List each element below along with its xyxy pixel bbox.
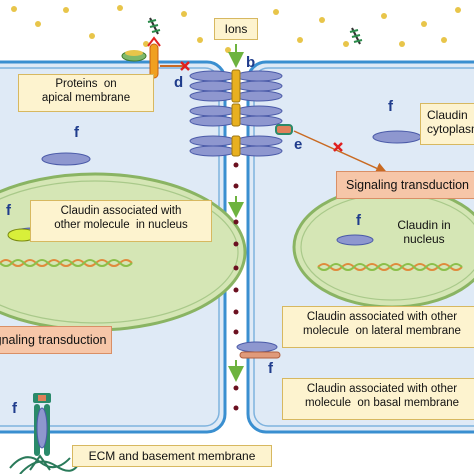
letter-f-nucleus-left: f (6, 202, 11, 219)
ecm-fibers (9, 454, 81, 474)
ecm-basement-membrane-label: ECM and basement membrane (72, 445, 272, 467)
apical-receptor-head (147, 36, 161, 47)
lateral-claudin (236, 341, 281, 359)
tight-junction (189, 69, 283, 157)
claudin-basal-label: Claudin associated with other molecule o… (282, 378, 474, 420)
paracellular-ions (233, 162, 239, 411)
dna-strand-left-2 (0, 259, 133, 267)
letter-f-nucleus-right: f (356, 212, 361, 229)
signaling-arrow-right (293, 130, 388, 174)
claudin-nucleus-right (336, 234, 374, 246)
ligand-molecule-icon (147, 17, 161, 35)
claudin-in-nucleus-label: Claudin in nucleus (397, 218, 451, 247)
cytoplasm-partner-molecule (275, 124, 293, 135)
letter-f-cytoplasm-left: f (74, 124, 79, 141)
block-cross-icon (180, 61, 190, 71)
proteins-apical-label: Proteins on apical membrane (18, 74, 154, 112)
apical-transmembrane-protein (149, 43, 159, 79)
dna-strand-right-2 (317, 263, 463, 271)
signaling-transduction-right-label: Signaling transduction (336, 171, 474, 199)
ions-label-text: Ions (224, 22, 248, 36)
ligand-molecule-icon (349, 27, 363, 45)
apical-protein-yellow (125, 50, 143, 56)
claudin-associated-nucleus-label: Claudin associated with other molecule i… (30, 200, 212, 242)
basal-claudin-complex (33, 393, 51, 456)
letter-f-basal: f (12, 400, 17, 417)
block-cross-icon (333, 142, 343, 152)
letter-d: d (174, 74, 184, 91)
right-cell-inner-membrane (253, 67, 474, 427)
letter-f-lateral: f (268, 360, 273, 377)
extracellular-ions (11, 5, 461, 53)
letter-f-cytoplasm-right: f (388, 98, 393, 115)
letter-e: e (294, 136, 303, 153)
claudin-cytoplasm-left (41, 152, 91, 166)
claudin-lateral-label: Claudin associated with other molecule o… (282, 306, 474, 348)
left-nucleus-inner (0, 180, 239, 324)
letter-b: b (246, 54, 256, 71)
signaling-transduction-left-label: Signaling transduction (0, 326, 112, 354)
claudin-cytoplasm-right (372, 130, 422, 144)
dna-strand-left (0, 259, 133, 267)
ions-label: Ions (214, 18, 258, 40)
claudin-cytoplasm-label: Claudin cytoplasm (420, 103, 474, 145)
